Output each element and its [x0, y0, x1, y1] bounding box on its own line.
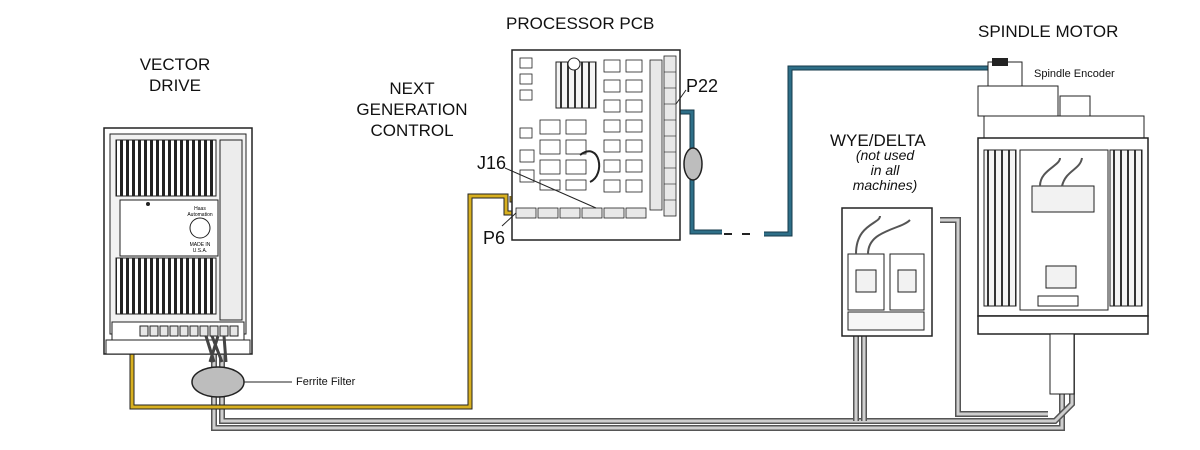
wye-delta-box [841, 207, 933, 337]
vector-drive-title-line1: VECTOR [139, 55, 211, 74]
vector-drive-title: VECTOR DRIVE [130, 54, 220, 96]
ferrite-filter-encoder [683, 147, 703, 181]
spindle-motor-title: SPINDLE MOTOR [978, 22, 1119, 41]
wye-delta-note-line1: (not used [855, 147, 915, 163]
vector-drive: Haas Automation MADE IN U.S.A. [103, 127, 253, 363]
ngc-title-line2: GENERATION [356, 100, 468, 119]
ferrite-filter-label: Ferrite Filter [296, 376, 356, 388]
drive-plate-text-1: Haas [194, 206, 206, 212]
drive-plate-text-2: Automation [187, 212, 213, 218]
p22-label: P22 [686, 76, 719, 96]
spindle-motor [977, 58, 1149, 395]
vector-drive-title-line2: DRIVE [149, 76, 201, 95]
processor-pcb-title: PROCESSOR PCB [506, 14, 655, 33]
spindle-encoder-label: Spindle Encoder [1034, 68, 1115, 80]
wye-delta-title: WYE/DELTA [830, 131, 926, 150]
drive-plate-text-4: U.S.A. [193, 248, 207, 254]
ngc-title-line1: NEXT [389, 79, 435, 98]
next-generation-control-title: NEXT GENERATION CONTROL [352, 78, 472, 141]
drive-plate-text-3: MADE IN [190, 242, 211, 248]
ngc-title-line3: CONTROL [370, 121, 454, 140]
wye-delta-note: (not used in all machines) [840, 148, 930, 193]
j16-label: J16 [477, 153, 507, 173]
p6-label: P6 [483, 228, 506, 248]
ferrite-filter-main [191, 366, 292, 398]
wye-delta-note-line2: in all [870, 162, 900, 178]
wye-delta-note-line3: machines) [852, 177, 918, 193]
encoder-cable [678, 65, 990, 237]
processor-pcb [501, 49, 687, 241]
